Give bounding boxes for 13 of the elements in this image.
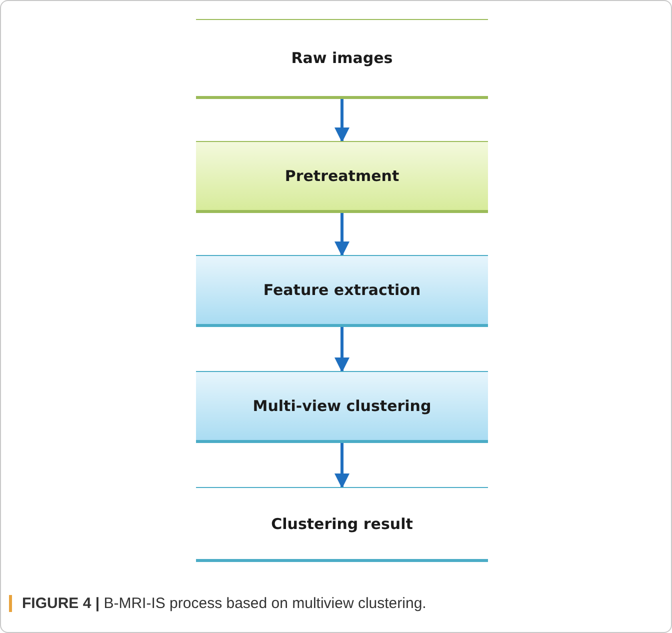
arrow — [334, 99, 350, 142]
process-box — [196, 371, 488, 443]
box-label: Raw images — [291, 49, 393, 67]
arrow — [334, 443, 350, 488]
box-label: Multi-view clustering — [252, 397, 432, 415]
arrow — [334, 213, 350, 256]
figure-caption: FIGURE 4 | B-MRI-IS process based on multiview clustering. — [9, 595, 659, 612]
arrow — [334, 327, 350, 372]
box-label: Pretreatment — [284, 167, 400, 185]
box-label: Clustering result — [271, 514, 413, 532]
process-box — [196, 141, 488, 213]
box-label: Feature extraction — [263, 281, 421, 299]
process-box — [196, 255, 488, 327]
